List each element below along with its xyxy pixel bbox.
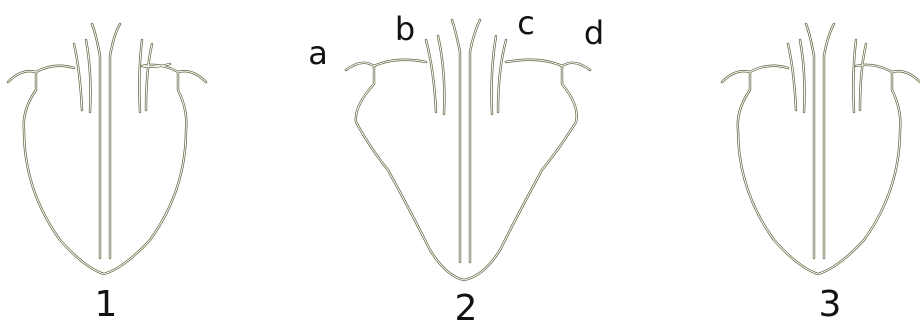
part-label-b: b [395, 10, 415, 48]
figure-1-number: 1 [95, 284, 118, 325]
part-label-a: a [308, 34, 328, 72]
figure-3-number: 3 [819, 284, 842, 325]
figure-2-number: 2 [455, 288, 478, 329]
part-label-c: c [517, 4, 535, 42]
heart-2 [346, 20, 590, 280]
heart-1 [8, 24, 206, 274]
heart-3 [722, 24, 920, 274]
part-label-d: d [584, 14, 604, 52]
